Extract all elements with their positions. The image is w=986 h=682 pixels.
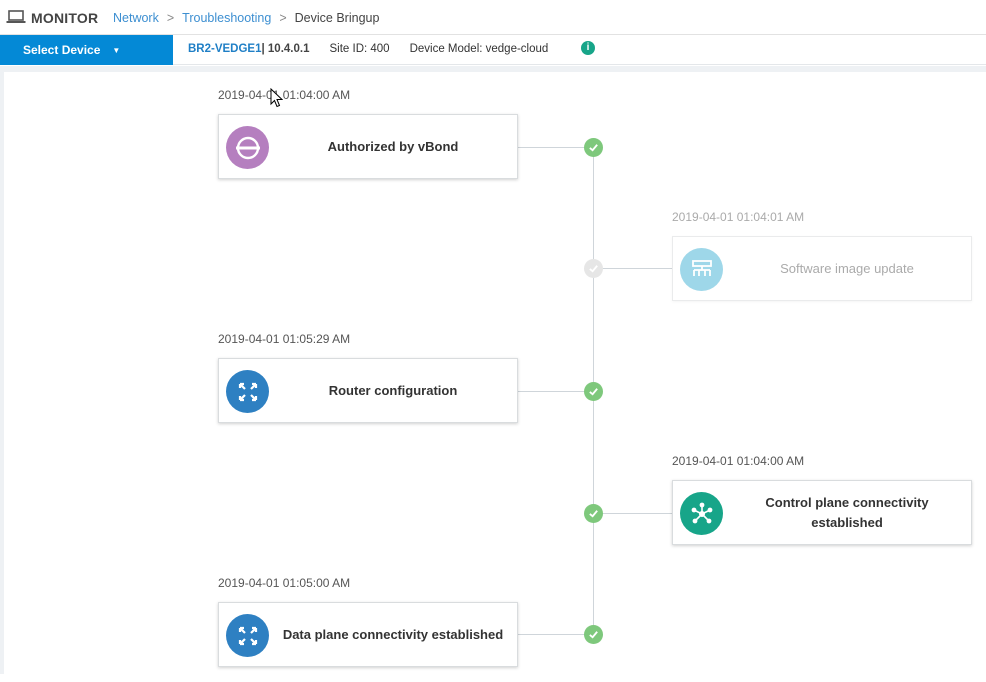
connector — [518, 147, 594, 148]
step-label: Software image update — [780, 260, 914, 276]
step-label: Control plane connectivity established — [765, 494, 929, 530]
software-update-icon — [680, 248, 723, 291]
check-icon — [584, 138, 603, 157]
step-card-data-plane[interactable]: Data plane connectivity established — [218, 602, 518, 667]
step-card-authorized-vbond[interactable]: Authorized by vBond — [218, 114, 518, 179]
connector — [594, 268, 672, 269]
caret-down-icon: ▼ — [112, 45, 121, 55]
select-device-button[interactable]: Select Device ▼ — [0, 35, 173, 65]
connector — [518, 634, 594, 635]
breadcrumb-device-bringup: Device Bringup — [294, 11, 380, 25]
step-label: Data plane connectivity established — [282, 626, 504, 642]
router-icon — [226, 614, 269, 657]
step-timestamp: 2019-04-01 01:04:00 AM — [218, 88, 351, 102]
device-info: BR2-VEDGE1 | 10.4.0.1 Site ID: 400 Devic… — [188, 43, 548, 55]
breadcrumb: Network > Troubleshooting > Device Bring… — [113, 11, 379, 25]
app-title: MONITOR — [31, 10, 99, 26]
step-card-control-plane[interactable]: Control plane connectivity established — [672, 480, 972, 545]
device-ip: | 10.4.0.1 — [261, 43, 310, 55]
step-card-software-image-update[interactable]: Software image update — [672, 236, 972, 301]
breadcrumb-network[interactable]: Network — [113, 11, 159, 25]
check-icon — [584, 625, 603, 644]
breadcrumb-troubleshooting[interactable]: Troubleshooting — [182, 11, 272, 25]
control-plane-icon — [680, 492, 723, 535]
step-label: Router configuration — [328, 382, 458, 398]
breadcrumb-separator: > — [166, 11, 175, 25]
site-id: Site ID: 400 — [329, 43, 390, 55]
check-icon — [584, 504, 603, 523]
device-model: Device Model: vedge-cloud — [409, 43, 549, 55]
laptop-icon — [6, 10, 26, 23]
step-timestamp: 2019-04-01 01:04:01 AM — [672, 210, 805, 224]
step-timestamp: 2019-04-01 01:05:29 AM — [218, 332, 351, 346]
device-name: BR2-VEDGE1 — [188, 43, 262, 55]
router-icon — [226, 370, 269, 413]
vbond-icon — [226, 126, 269, 169]
info-icon[interactable]: i — [581, 41, 595, 55]
step-card-router-configuration[interactable]: Router configuration — [218, 358, 518, 423]
breadcrumb-separator: > — [279, 11, 287, 25]
connector — [518, 391, 594, 392]
connector — [594, 513, 672, 514]
select-device-label: Select Device — [23, 43, 101, 57]
step-timestamp: 2019-04-01 01:04:00 AM — [672, 454, 805, 468]
step-label: Authorized by vBond — [327, 138, 459, 154]
device-bar: Select Device ▼ BR2-VEDGE1 | 10.4.0.1 Si… — [0, 35, 986, 65]
step-timestamp: 2019-04-01 01:05:00 AM — [218, 576, 351, 590]
mouse-cursor-icon — [270, 88, 283, 108]
check-icon — [584, 259, 603, 278]
check-icon — [584, 382, 603, 401]
top-bar: MONITOR Network > Troubleshooting > Devi… — [0, 0, 986, 35]
